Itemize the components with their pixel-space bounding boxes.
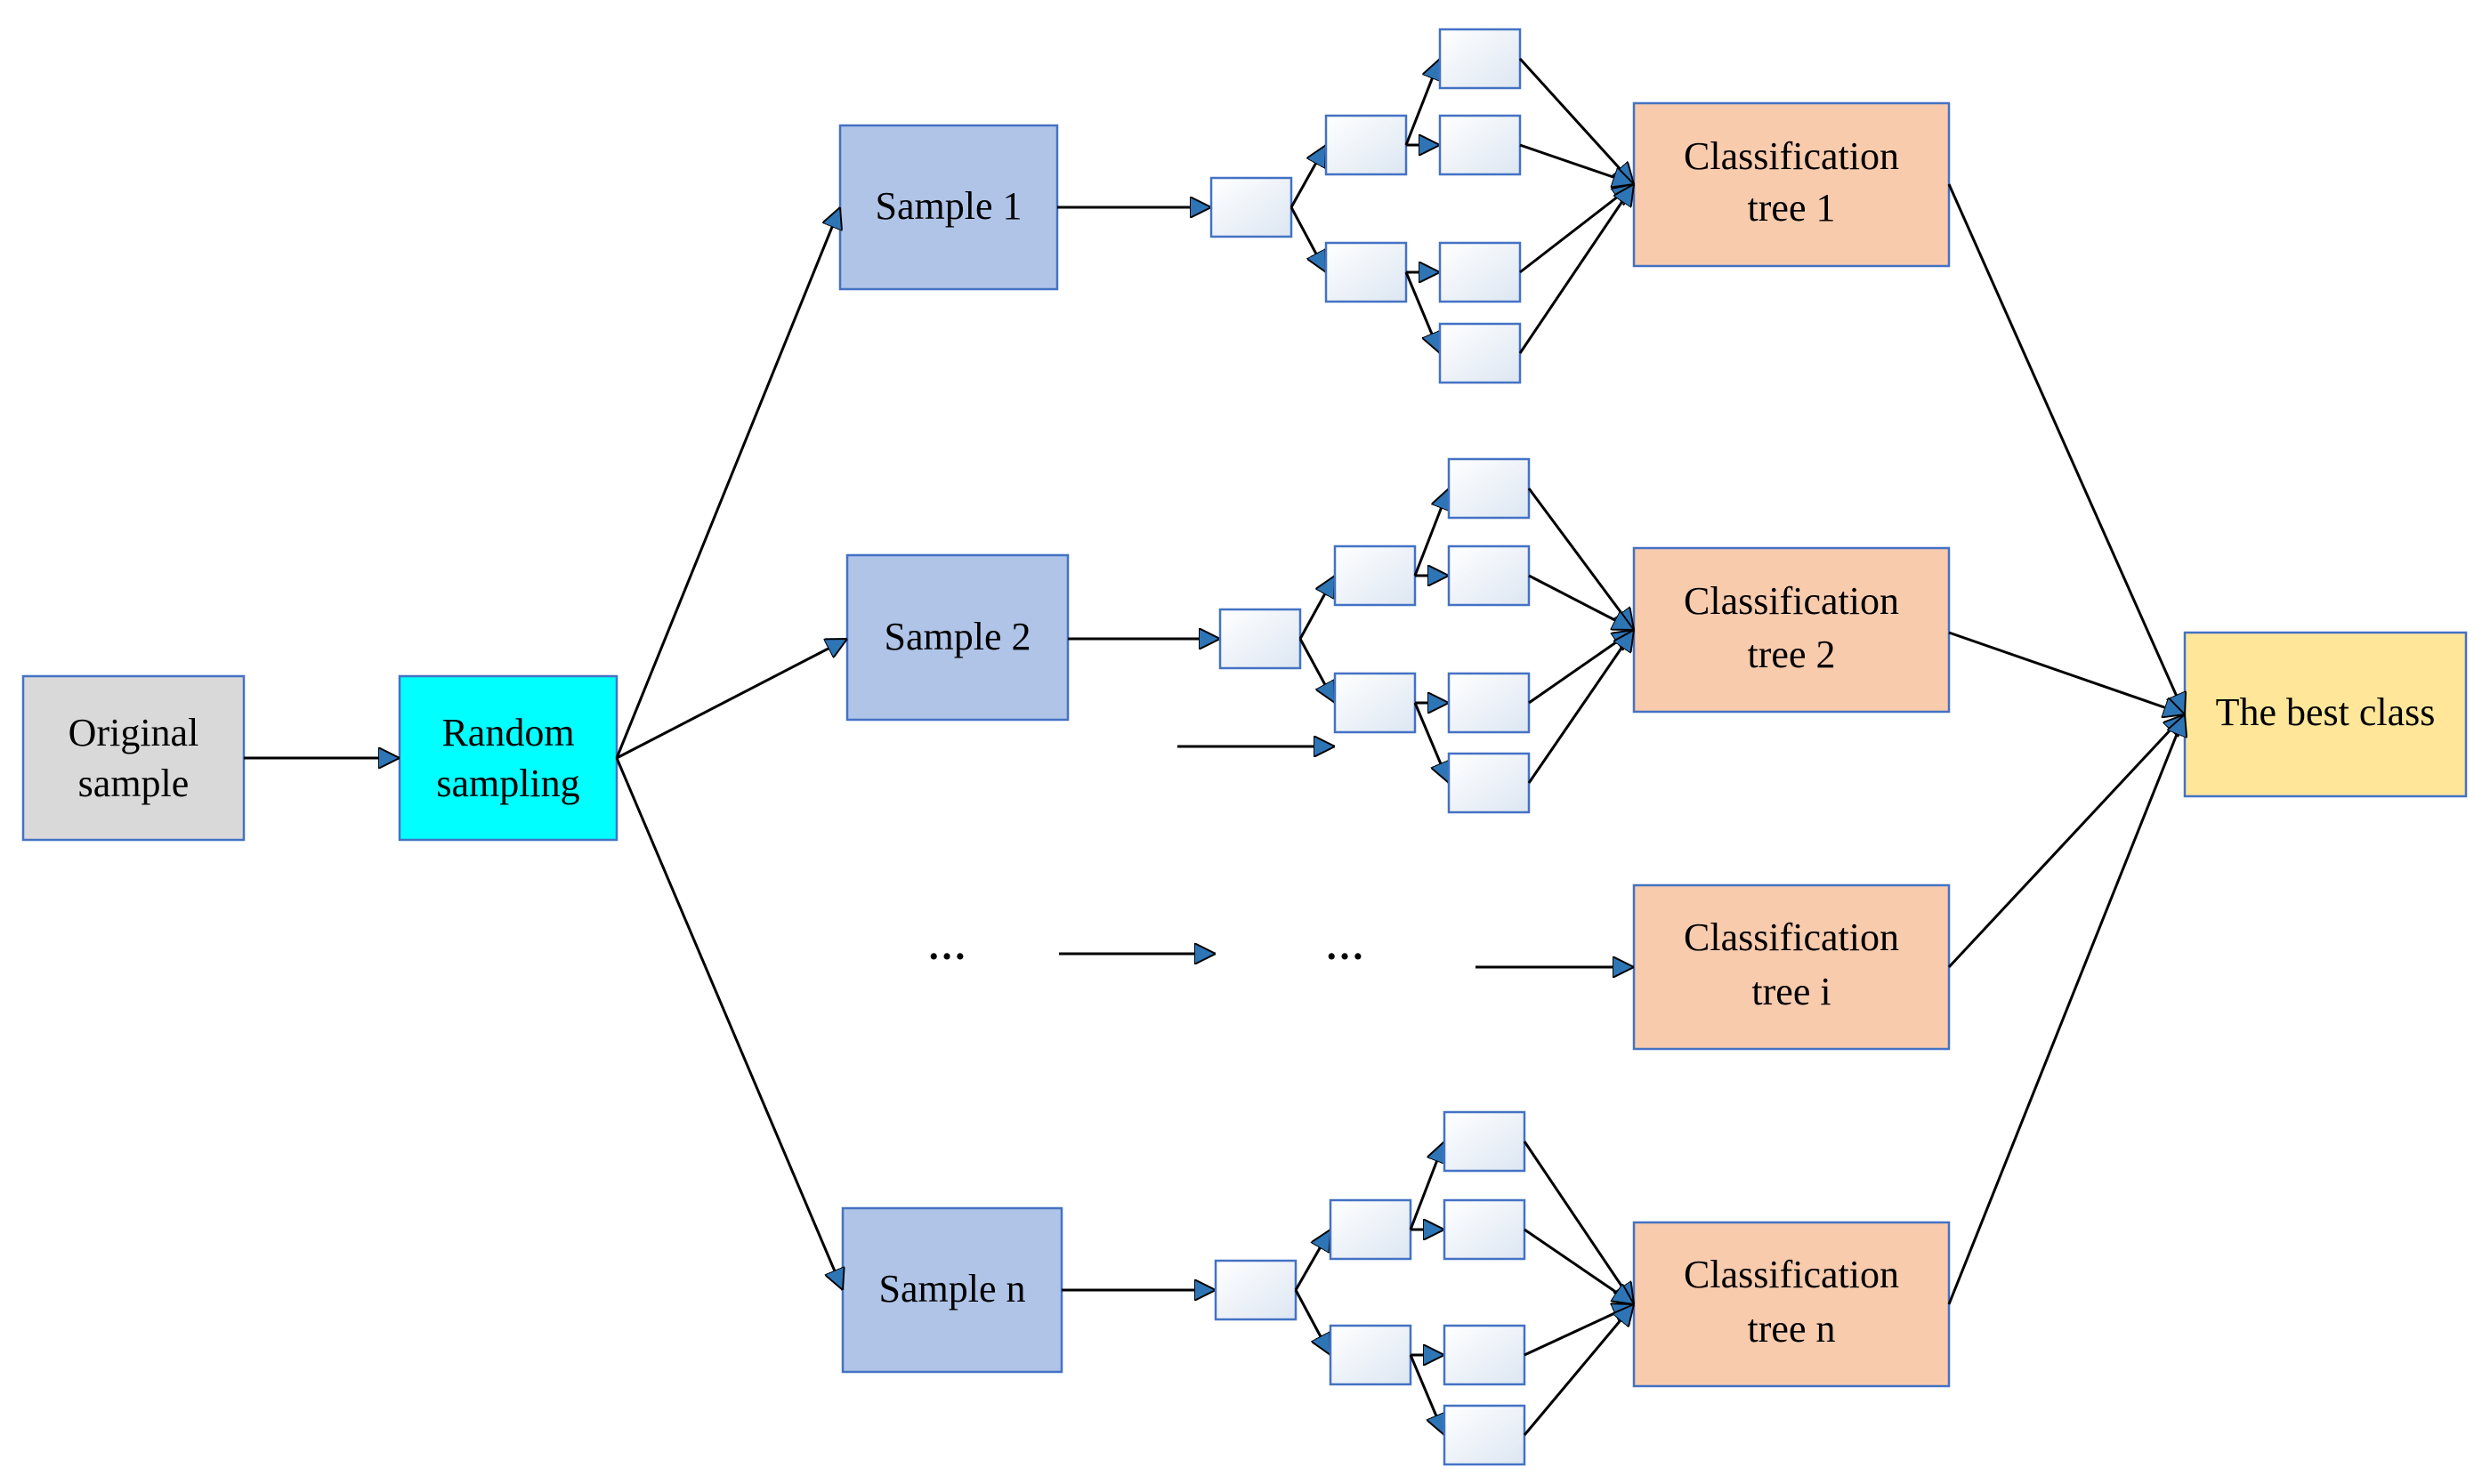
classification-tree-i-node: Classification tree i bbox=[1632, 883, 1951, 1051]
tree-2-leaf-3 bbox=[1447, 672, 1531, 734]
tree-n-branch-leaf-4 bbox=[1409, 1354, 1444, 1435]
tree-1-leaf-1-to-classifier bbox=[1518, 57, 1634, 184]
classification-tree-2-label-line1: Classification bbox=[1684, 579, 1899, 623]
tree-n-leaf-2 bbox=[1443, 1198, 1526, 1261]
tree-1-leaf-3-to-classifier bbox=[1519, 184, 1634, 274]
sample-n-box bbox=[841, 1206, 1063, 1374]
ellipsis-trees: … bbox=[1325, 924, 1364, 968]
tree-1-leaf-2-to-classifier bbox=[1519, 143, 1634, 184]
tree-1-branch-lower bbox=[1290, 206, 1328, 272]
tree-2-branch-leaf-1 bbox=[1413, 488, 1449, 577]
tree-n-root-node bbox=[1214, 1259, 1298, 1321]
tree-1-internal-lower bbox=[1324, 241, 1408, 303]
tree-2-branch-upper bbox=[1298, 576, 1337, 640]
classification-tree-n-node: Classification tree n bbox=[1632, 1221, 1951, 1388]
classification-tree-n-label-line2: tree n bbox=[1748, 1307, 1836, 1351]
classification-tree-1-node: Classification tree 1 bbox=[1632, 101, 1951, 268]
tree-n-leaf-2-to-classifier bbox=[1524, 1228, 1634, 1306]
tree-2-leaf-3-to-classifier bbox=[1528, 628, 1634, 705]
tree-1-leaf-4-to-classifier bbox=[1518, 184, 1636, 354]
tree-2-leaf-4 bbox=[1447, 752, 1531, 814]
tree-1-branch-upper bbox=[1290, 145, 1328, 208]
edge-tree-i-to-best bbox=[1947, 714, 2185, 969]
random-sampling-label-line2: sampling bbox=[436, 762, 579, 805]
sample-n-label: Sample n bbox=[879, 1267, 1026, 1311]
tree-n-leaf-1 bbox=[1443, 1110, 1526, 1173]
edge-random-to-sample-2 bbox=[616, 637, 847, 760]
classification-tree-2-node: Classification tree 2 bbox=[1632, 546, 1951, 714]
tree-1-leaf-1 bbox=[1438, 28, 1522, 90]
tree-1-root-node bbox=[1209, 176, 1293, 238]
sample-1-node: Sample 1 bbox=[838, 124, 1059, 291]
edge-tree-1-to-best bbox=[1947, 183, 2185, 714]
original-sample-node: Original sample bbox=[21, 674, 246, 842]
tree-2-leaf-1 bbox=[1447, 457, 1531, 520]
classification-tree-1-box bbox=[1632, 101, 1951, 268]
classification-tree-i-box bbox=[1632, 883, 1951, 1051]
best-class-node: The best class bbox=[2183, 631, 2468, 798]
tree-1-leaf-3 bbox=[1438, 241, 1522, 303]
classification-tree-2-box bbox=[1632, 546, 1951, 714]
classification-tree-1-label-line2: tree 1 bbox=[1748, 186, 1836, 230]
sample-1-label: Sample 1 bbox=[876, 184, 1023, 228]
tree-n-leaf-1-to-classifier bbox=[1523, 1141, 1636, 1304]
tree-1-branch-leaf-4 bbox=[1404, 271, 1440, 353]
tree-1-branch-leaf-1 bbox=[1404, 59, 1440, 146]
original-sample-label-line2: sample bbox=[78, 762, 190, 805]
tree-2-leaf-2-to-classifier bbox=[1528, 574, 1634, 632]
ellipsis-samples: … bbox=[927, 924, 966, 968]
sample-1-box bbox=[838, 124, 1059, 291]
random-sampling-node: Random sampling bbox=[398, 674, 618, 842]
tree-1-leaf-4 bbox=[1438, 322, 1522, 384]
original-sample-label-line1: Original bbox=[69, 711, 199, 754]
tree-n-branch-upper bbox=[1294, 1230, 1332, 1291]
sample-2-node: Sample 2 bbox=[845, 553, 1070, 722]
classification-tree-i-label-line2: tree i bbox=[1751, 970, 1831, 1013]
tree-2-branch-leaf-4 bbox=[1413, 702, 1449, 783]
best-class-label: The best class bbox=[2216, 690, 2436, 734]
tree-n-leaf-4 bbox=[1443, 1404, 1526, 1466]
random-sampling-box bbox=[398, 674, 618, 842]
tree-2-internal-lower bbox=[1333, 672, 1417, 734]
edge-random-to-sample-n bbox=[615, 757, 843, 1290]
tree-2-leaf-1-to-classifier bbox=[1527, 488, 1634, 630]
tree-n-leaf-4-to-classifier bbox=[1523, 1304, 1634, 1436]
mini-trees bbox=[1209, 28, 1636, 1466]
tree-n-leaf-3 bbox=[1443, 1324, 1526, 1386]
tree-2-branch-lower bbox=[1298, 638, 1337, 703]
original-sample-box bbox=[21, 674, 246, 842]
classification-tree-1-label-line1: Classification bbox=[1684, 134, 1899, 178]
tree-1-internal-upper bbox=[1324, 114, 1408, 176]
edge-random-to-sample-1 bbox=[615, 207, 840, 759]
classification-tree-2-label-line2: tree 2 bbox=[1748, 633, 1836, 676]
classification-tree-n-label-line1: Classification bbox=[1684, 1253, 1899, 1296]
tree-n-internal-upper bbox=[1329, 1198, 1412, 1261]
sample-n-node: Sample n bbox=[841, 1206, 1063, 1374]
sample-2-box bbox=[845, 553, 1070, 722]
tree-1-leaf-2 bbox=[1438, 114, 1522, 176]
tree-2-leaf-4-to-classifier bbox=[1527, 630, 1636, 784]
sample-2-label: Sample 2 bbox=[885, 615, 1031, 658]
tree-n-branch-lower bbox=[1294, 1289, 1332, 1355]
classification-tree-n-box bbox=[1632, 1221, 1951, 1388]
main-edges bbox=[244, 183, 2185, 1305]
edge-tree-n-to-best bbox=[1947, 714, 2185, 1305]
random-sampling-label-line1: Random bbox=[441, 711, 574, 754]
tree-2-internal-upper bbox=[1333, 544, 1417, 607]
best-class-box bbox=[2183, 631, 2468, 798]
tree-n-internal-lower bbox=[1329, 1324, 1412, 1386]
tree-2-root-node bbox=[1218, 608, 1302, 670]
tree-n-leaf-3-to-classifier bbox=[1524, 1304, 1634, 1357]
tree-n-branch-leaf-1 bbox=[1409, 1141, 1444, 1230]
tree-2-leaf-2 bbox=[1447, 544, 1531, 607]
edge-tree-2-to-best bbox=[1948, 631, 2185, 714]
classification-tree-i-label-line1: Classification bbox=[1684, 915, 1899, 959]
